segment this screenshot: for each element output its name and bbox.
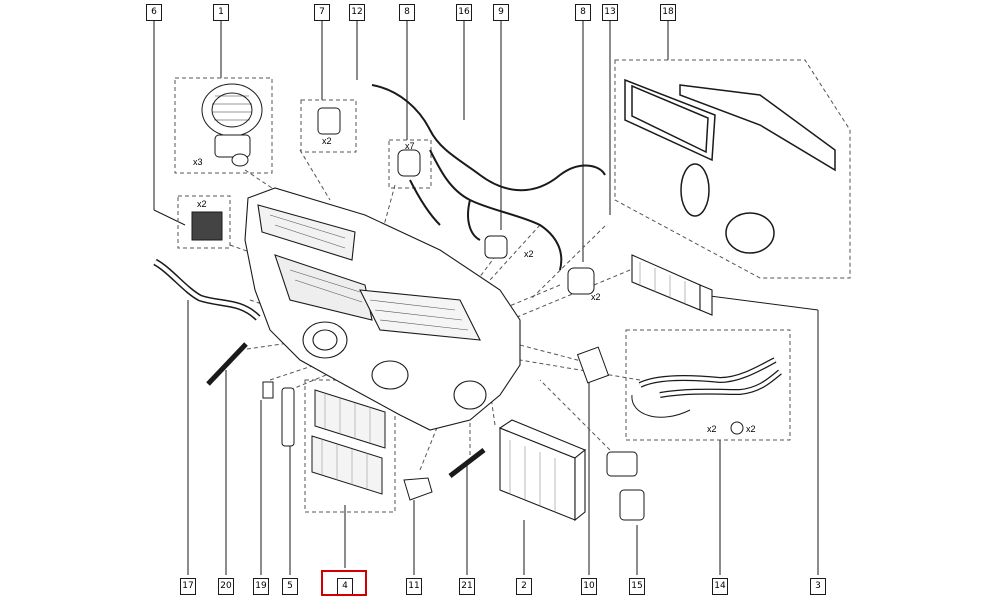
callout-8b[interactable]: 8 — [575, 4, 591, 21]
callout-16[interactable]: 16 — [456, 4, 472, 21]
callout-9[interactable]: 9 — [493, 4, 509, 21]
callout-18[interactable]: 18 — [660, 4, 676, 21]
callout-20[interactable]: 20 — [218, 578, 234, 595]
callout-7[interactable]: 7 — [314, 4, 330, 21]
qty-label: x7 — [405, 141, 415, 151]
callout-1[interactable]: 1 — [213, 4, 229, 21]
callout-17[interactable]: 17 — [180, 578, 196, 595]
selected-part-highlight — [321, 570, 367, 596]
callout-11[interactable]: 11 — [406, 578, 422, 595]
callout-10[interactable]: 10 — [581, 578, 597, 595]
callout-6[interactable]: 6 — [146, 4, 162, 21]
callout-3[interactable]: 3 — [810, 578, 826, 595]
callout-21[interactable]: 21 — [459, 578, 475, 595]
qty-label: x2 — [746, 424, 756, 434]
qty-label: x2 — [524, 249, 534, 259]
callout-12[interactable]: 12 — [349, 4, 365, 21]
qty-label: x2 — [707, 424, 717, 434]
callout-14[interactable]: 14 — [712, 578, 728, 595]
qty-label: x3 — [193, 157, 203, 167]
callout-2[interactable]: 2 — [516, 578, 532, 595]
qty-label: x2 — [591, 292, 601, 302]
callout-13[interactable]: 13 — [602, 4, 618, 21]
callout-19[interactable]: 19 — [253, 578, 269, 595]
qty-label: x2 — [197, 199, 207, 209]
qty-label: x2 — [322, 136, 332, 146]
callout-15[interactable]: 15 — [629, 578, 645, 595]
callout-5[interactable]: 5 — [282, 578, 298, 595]
callout-8[interactable]: 8 — [399, 4, 415, 21]
